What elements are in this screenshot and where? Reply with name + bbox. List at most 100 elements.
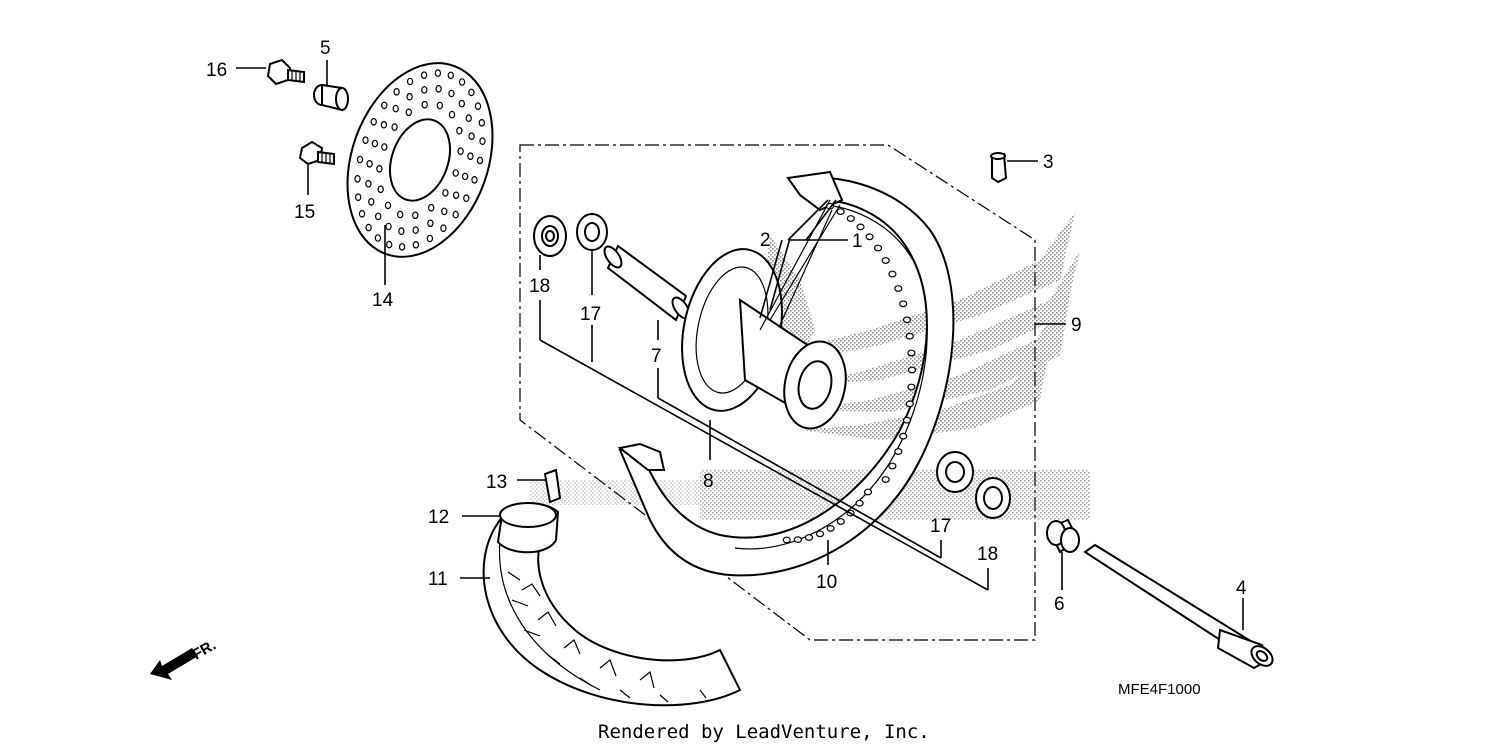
valve-cap [990, 152, 1008, 184]
disc-hole [452, 191, 460, 200]
disc-hole [406, 77, 414, 86]
rim-spoke-hole [881, 257, 890, 264]
callout-5: 5 [320, 38, 331, 59]
disc-hole [447, 71, 454, 80]
front-axle [1083, 543, 1274, 670]
disc-hole [366, 160, 373, 168]
leader-lines [236, 60, 1244, 630]
callout-14: 14 [372, 290, 394, 311]
disc-hole [381, 101, 388, 110]
rim-spoke-hole [902, 416, 912, 424]
disc-hole [474, 102, 482, 111]
callout-17-left: 17 [580, 304, 601, 325]
inner-tube [496, 502, 560, 554]
disc-hole [468, 88, 475, 97]
callout-8: 8 [703, 471, 714, 492]
disc-hole [365, 180, 372, 188]
disc-hole [354, 175, 361, 183]
callout-9: 9 [1071, 315, 1082, 336]
assembly-boundary [519, 144, 1036, 641]
disc-hole [406, 92, 413, 101]
disc-hole [435, 85, 442, 93]
footer-credit: Rendered by LeadVenture, Inc. [598, 721, 930, 743]
callout-12: 12 [428, 507, 449, 528]
callout-6: 6 [1054, 594, 1065, 615]
disc-hole [421, 86, 428, 94]
disc-hole [412, 211, 419, 220]
disc-hole [456, 126, 463, 135]
disc-hole [427, 219, 434, 228]
callout-17-right: 17 [930, 516, 951, 537]
rim-spoke-hole [899, 432, 908, 440]
disc-hole [412, 226, 419, 234]
disc-hole [440, 224, 447, 233]
disc-hole [458, 99, 465, 108]
callout-1: 1 [852, 231, 863, 252]
callout-4: 4 [1236, 578, 1247, 599]
oil-seal-right [975, 477, 1011, 519]
tire [482, 518, 742, 707]
disc-hole [380, 120, 388, 129]
disc-hole [368, 198, 375, 206]
fr-label: FR. [190, 637, 219, 664]
disc-hole [420, 71, 428, 80]
callout-13: 13 [486, 472, 507, 493]
disc-hole [371, 139, 379, 148]
disc-hole [384, 201, 392, 210]
collar [313, 83, 349, 112]
disc-hole [457, 147, 464, 156]
disc-hole [391, 123, 398, 131]
disc-hole [441, 207, 448, 216]
rim-spoke-hole [899, 300, 908, 308]
disc-hole [468, 132, 475, 141]
disc-hole [461, 172, 469, 181]
rim-spoke-hole [907, 383, 916, 391]
bearing-right [936, 451, 974, 493]
disc-hole [358, 210, 366, 218]
rim-spoke-hole [846, 215, 855, 222]
disc-hole [374, 234, 382, 242]
disc-hole [434, 69, 442, 77]
rim-spoke-hole [856, 223, 865, 231]
side-collar [1046, 518, 1080, 554]
callout-15: 15 [294, 202, 315, 223]
disc-hole [471, 176, 478, 184]
disc-hole [365, 223, 372, 232]
disc-hole [426, 234, 434, 243]
rim-spoke-hole [894, 448, 903, 455]
rim-spoke-hole [894, 285, 903, 292]
rim-spoke-hole [815, 530, 825, 538]
disc-hole [386, 240, 393, 249]
disc-hole [375, 212, 382, 221]
callout-3: 3 [1043, 152, 1054, 173]
rim-spoke-hole [888, 270, 897, 278]
front-direction-arrow: FR. [150, 637, 219, 680]
disc-hole [463, 194, 470, 203]
callout-labels: 1 2 3 4 5 6 7 8 9 10 11 12 13 14 15 16 1… [206, 38, 1247, 615]
rim-spoke-hole [907, 366, 917, 374]
disc-bolt [266, 58, 305, 86]
callout-18-right: 18 [977, 544, 998, 565]
disc-hole [362, 136, 369, 145]
rim-spoke-hole [865, 233, 874, 241]
distance-collar [603, 244, 691, 322]
disc-hole [479, 137, 486, 146]
rim-spoke-hole [902, 316, 912, 324]
callout-18-left: 18 [529, 276, 550, 297]
rim-band [543, 468, 562, 504]
disc-hole [465, 114, 472, 123]
brake-disc [346, 62, 494, 258]
disc-hole [478, 119, 485, 127]
disc-hole [467, 152, 474, 161]
disc-bolt-2 [298, 140, 335, 166]
rim-spoke-hole [881, 476, 890, 483]
disc-hole [355, 193, 362, 202]
disc-hole [392, 104, 399, 113]
rim-spoke-hole [804, 534, 814, 541]
bearing-left [533, 215, 567, 257]
disc-hole [377, 185, 384, 194]
wheel-rim [617, 170, 955, 577]
disc-hole [448, 89, 455, 98]
rim-spoke-hole [836, 518, 845, 525]
disc-hole [428, 203, 435, 212]
